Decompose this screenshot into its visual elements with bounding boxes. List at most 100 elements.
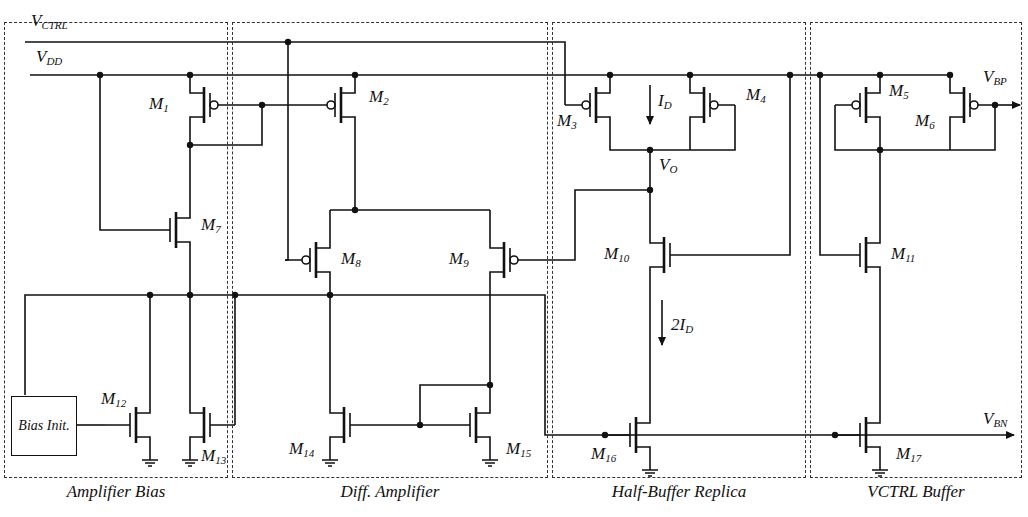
junction-dot	[187, 142, 193, 148]
pmos-symbol	[835, 75, 880, 135]
transistor-name: M12	[100, 390, 127, 409]
wire	[75, 424, 105, 426]
junction-dot	[832, 432, 838, 438]
signal-name: VBP	[982, 68, 1008, 87]
transistors	[105, 75, 995, 476]
channel-bar	[175, 212, 178, 248]
signal-name: VO	[658, 156, 678, 175]
ground-symbol	[322, 455, 338, 466]
block-caption: Half-Buffer Replica	[612, 482, 747, 502]
gate-bubble	[327, 101, 335, 109]
junction-dot	[259, 102, 265, 108]
gate-bubble	[710, 101, 718, 109]
channel-bar	[635, 417, 638, 453]
junction-dot	[187, 292, 193, 298]
current-arrow	[661, 300, 663, 345]
channel-bar	[865, 417, 868, 453]
nmos-symbol	[190, 395, 235, 455]
junction-dot	[647, 147, 653, 153]
channel-bar	[343, 407, 346, 443]
transistor-name: M13	[200, 447, 227, 466]
pmos-symbol	[310, 75, 355, 135]
transistor-name: M17	[895, 445, 922, 464]
wire	[610, 75, 790, 405]
wire	[100, 75, 145, 230]
ground-symbol	[142, 455, 158, 466]
junction-dot	[352, 207, 358, 213]
block-frame: Diff. Amplifier	[232, 22, 548, 478]
block-caption: Amplifier Bias	[67, 482, 166, 502]
junction-dot	[607, 72, 613, 78]
pmos-symbol	[190, 75, 235, 135]
junction-dot	[647, 187, 653, 193]
block-frame: Half-Buffer Replica	[552, 22, 806, 478]
channel-bar	[340, 87, 343, 123]
junction-dot	[947, 72, 953, 78]
transistor-name: M6	[914, 112, 936, 131]
junction-dot	[327, 292, 333, 298]
channel-bar	[663, 237, 666, 273]
nmos-symbol	[445, 395, 490, 455]
wires	[25, 42, 1020, 435]
channel-bar	[865, 237, 868, 273]
gate-bubble	[852, 101, 860, 109]
junction-dot	[487, 382, 493, 388]
wire	[190, 105, 310, 395]
channel-bar	[315, 242, 318, 278]
nmos-symbol	[835, 405, 880, 465]
junction-dot	[285, 39, 291, 45]
transistor-name: M14	[288, 440, 315, 459]
channel-bar	[203, 407, 206, 443]
junction-dot	[147, 292, 153, 298]
junction-dot	[787, 72, 793, 78]
channel-bar	[963, 87, 966, 123]
nmos-symbol	[605, 405, 650, 465]
channel-bar	[703, 87, 706, 123]
channel-bar	[503, 242, 506, 278]
signal-name: 2ID	[670, 316, 694, 335]
vctrl-wire	[25, 42, 565, 105]
transistor-name: M16	[590, 445, 617, 464]
transistor-name: M7	[200, 216, 222, 235]
nmos-symbol	[835, 225, 880, 285]
ground-symbol	[872, 465, 888, 476]
transistor-name: M9	[448, 250, 470, 269]
bias-init-box: Bias Init.	[11, 396, 77, 456]
transistor-name: M11	[890, 245, 916, 264]
channel-bar	[865, 87, 868, 123]
block-caption: VCTRL Buffer	[867, 482, 964, 502]
junction-dot	[687, 72, 693, 78]
junction-dot	[602, 432, 608, 438]
box-text: Bias Init.	[16, 416, 71, 436]
junction-dot	[817, 72, 823, 78]
channel-bar	[135, 407, 138, 443]
gate-bubble	[582, 101, 590, 109]
block-frame: Amplifier BiasBias Init.	[4, 22, 228, 478]
pmos-symbol	[690, 75, 735, 135]
transistor-name: M15	[505, 440, 532, 459]
nmos-symbol	[145, 200, 190, 260]
nmos-symbol	[330, 395, 375, 455]
signal-name: VDD	[35, 48, 63, 67]
gate-bubble	[970, 101, 978, 109]
junction-dot	[877, 72, 883, 78]
gate-bubble	[510, 256, 518, 264]
channel-bar	[475, 407, 478, 443]
pmos-symbol	[490, 230, 535, 290]
junction-dot	[352, 72, 358, 78]
channel-bar	[203, 87, 206, 123]
junction-dot	[992, 102, 998, 108]
vbn-wire	[25, 295, 1014, 435]
transistor-name: M2	[368, 88, 390, 107]
pmos-symbol	[565, 75, 610, 135]
channel-bar	[595, 87, 598, 123]
wire	[330, 135, 490, 230]
wire	[820, 75, 995, 405]
signal-name: VBN	[982, 410, 1008, 429]
wire	[330, 290, 490, 425]
ground-symbol	[182, 455, 198, 466]
signal-name: ID	[657, 92, 673, 111]
pmos-symbol	[285, 230, 330, 290]
